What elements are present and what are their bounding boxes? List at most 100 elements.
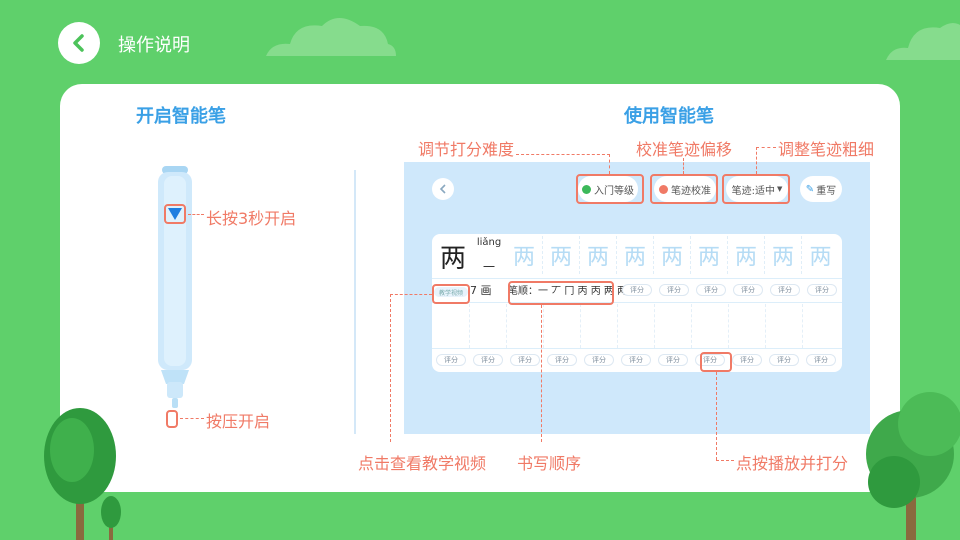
grid-column-line [580,304,581,348]
grid-column-line [765,304,766,348]
chevron-left-icon [73,34,84,52]
tracing-cell[interactable]: 两 [506,236,543,274]
tracing-cell[interactable]: 两 [728,236,765,274]
stroke-order-highlight [508,281,614,305]
rewrite-label: 重写 [816,185,837,197]
score-button[interactable]: 评分 [510,354,540,366]
page-title: 操作说明 [118,35,190,56]
back-button[interactable] [58,22,100,64]
score-button[interactable]: 评分 [733,284,763,296]
tree-decoration [101,496,121,540]
grid-column-line [654,304,655,348]
score-button[interactable]: 评分 [732,354,762,366]
tracing-cell[interactable]: 两 [543,236,580,274]
annotation-line [188,214,204,215]
section-title-open-pen: 开启智能笔 [136,106,226,127]
tree-decoration [866,392,960,540]
level-label: 入门等级 [594,185,634,197]
calibrate-highlight [650,174,718,204]
stroke-order-sequence: 一 丆 冂 丙 丙 两 两 [538,286,628,297]
grid-column-line [617,304,618,348]
press-note: 按压开启 [206,412,271,431]
score-button[interactable]: 评分 [807,284,837,296]
score-button[interactable]: 评分 [696,284,726,296]
annotation-line [683,158,684,174]
annotation-line [516,154,610,155]
thickness-label: 笔迹:适中 [731,185,775,197]
pencil-icon: ✎ [805,183,815,195]
grid-column-line [543,304,544,348]
stroke-order-note: 书写顺序 [517,454,582,473]
row-divider [432,348,842,349]
annotation-line [390,294,391,442]
thickness-dropdown[interactable]: 笔迹:适中 ▼ [726,176,788,202]
score-button[interactable]: 评分 [658,354,688,366]
annotation-line [716,372,717,460]
difficulty-note: 调节打分难度 [418,140,515,159]
writing-panel: 入门等级 笔迹校准 笔迹:适中 ▼ ✎ 重写 两 liǎng 一 两 两 两 两… [404,162,870,434]
power-button-highlight [164,204,186,224]
section-divider [354,170,356,434]
annotation-line [716,460,734,461]
stroke-order: 笔顺：一 丆 冂 丙 丙 两 两 [508,282,627,297]
dropdown-arrow-icon: ▼ [776,185,783,193]
tracing-cell[interactable]: 两 [580,236,617,274]
section-title-use-pen: 使用智能笔 [624,106,714,127]
video-highlight [432,284,470,304]
video-note: 点击查看教学视频 [358,454,487,473]
calibrate-icon [659,184,668,194]
stroke-count: 7 画 [470,284,492,297]
tracing-cell[interactable]: 两 [809,245,832,270]
cloud-decoration [266,18,396,56]
chevron-left-icon [439,184,446,194]
tracing-cell[interactable]: 两 [617,236,654,274]
pinyin: liǎng [476,237,502,248]
panel-back-button[interactable] [432,178,454,200]
grid-column-line [506,304,507,348]
score-button[interactable]: 评分 [770,284,800,296]
annotation-line [390,294,432,295]
tracing-cell[interactable]: 两 [654,236,691,274]
score-button[interactable]: 评分 [621,354,651,366]
row-divider [432,278,842,279]
long-press-note: 长按3秒开启 [206,209,297,228]
row-divider [432,302,842,303]
thickness-highlight [722,174,790,204]
annotation-line [609,154,610,174]
grid-column-line [728,304,729,348]
tracing-cell[interactable]: 两 [765,236,802,274]
rewrite-button[interactable]: ✎ 重写 [800,176,842,202]
level-icon [582,184,591,194]
score-button[interactable]: 评分 [436,354,466,366]
pen-tip-highlight [166,410,178,428]
grid-column-line [691,304,692,348]
annotation-line [756,147,776,148]
score-button[interactable]: 评分 [473,354,503,366]
video-button[interactable]: 教学视频 [434,287,468,297]
power-button-icon [168,208,182,220]
score-button[interactable]: 评分 [695,354,725,366]
radical: 一 [482,260,495,274]
score-highlight [700,352,732,372]
grid-column-line [469,304,470,348]
calibrate-button[interactable]: 笔迹校准 [654,176,716,202]
cloud-decoration [886,23,960,60]
play-score-note: 点按播放并打分 [736,454,849,473]
score-button[interactable]: 评分 [769,354,799,366]
grid-column-line [802,304,803,348]
tracing-cell[interactable]: 两 [691,236,728,274]
score-button[interactable]: 评分 [806,354,836,366]
score-button[interactable]: 评分 [622,284,652,296]
annotation-line [756,147,757,174]
stroke-order-label: 笔顺： [508,286,538,297]
annotation-line [541,305,542,442]
score-button[interactable]: 评分 [547,354,577,366]
level-highlight [576,174,644,204]
calibrate-label: 笔迹校准 [671,185,711,197]
score-button[interactable]: 评分 [584,354,614,366]
character-card: 两 liǎng 一 两 两 两 两 两 两 两 两 两 教学视频 7 画 笔顺：… [432,234,842,372]
level-button[interactable]: 入门等级 [578,176,638,202]
target-character: 两 [439,243,466,274]
score-button[interactable]: 评分 [659,284,689,296]
annotation-line [180,418,204,419]
